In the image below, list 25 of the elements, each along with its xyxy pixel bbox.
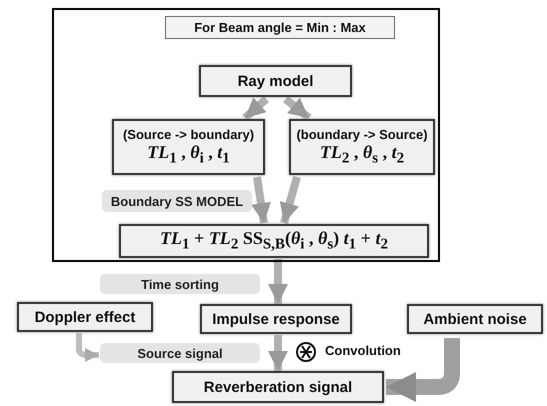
frame-box — [52, 8, 440, 262]
step-label: Source signal — [100, 343, 260, 363]
process-box — [112, 119, 265, 175]
process-box — [289, 119, 435, 175]
step-label: Boundary SS MODEL — [102, 190, 252, 212]
arrow — [283, 96, 312, 122]
process-box: TL$_{1}$ + TL$_{2}$ SS$_{S,B}$(θ$_{i}$ , θ$_{s}$) t$_{1}$ + t$_{2}$ — [119, 224, 429, 258]
process-box: Reverberation signal — [172, 371, 384, 403]
process-box: Impulse response — [200, 304, 352, 334]
process-box: Doppler effect — [17, 302, 153, 332]
arrow — [242, 96, 270, 121]
formula-text: TL$_{1}$ , θ$_{i}$ , t$_{1}$ — [147, 142, 230, 168]
operator-label: Convolution — [325, 343, 401, 358]
arrow — [268, 259, 288, 304]
formula-text: TL$_{2}$ , θ$_{s}$ , t$_{2}$ — [320, 142, 404, 168]
arrow — [280, 176, 301, 224]
loop-header-box: For Beam angle = Min : Max — [165, 16, 395, 39]
process-box: Ambient noise — [407, 304, 543, 334]
process-box: Ray model — [199, 65, 352, 97]
arrow — [268, 335, 288, 371]
step-label: Time sorting — [100, 274, 260, 294]
arrow — [251, 176, 271, 224]
box-heading: (boundary -> Source) — [296, 126, 428, 142]
arrow — [76, 333, 99, 362]
box-heading: (Source -> boundary) — [122, 126, 254, 142]
